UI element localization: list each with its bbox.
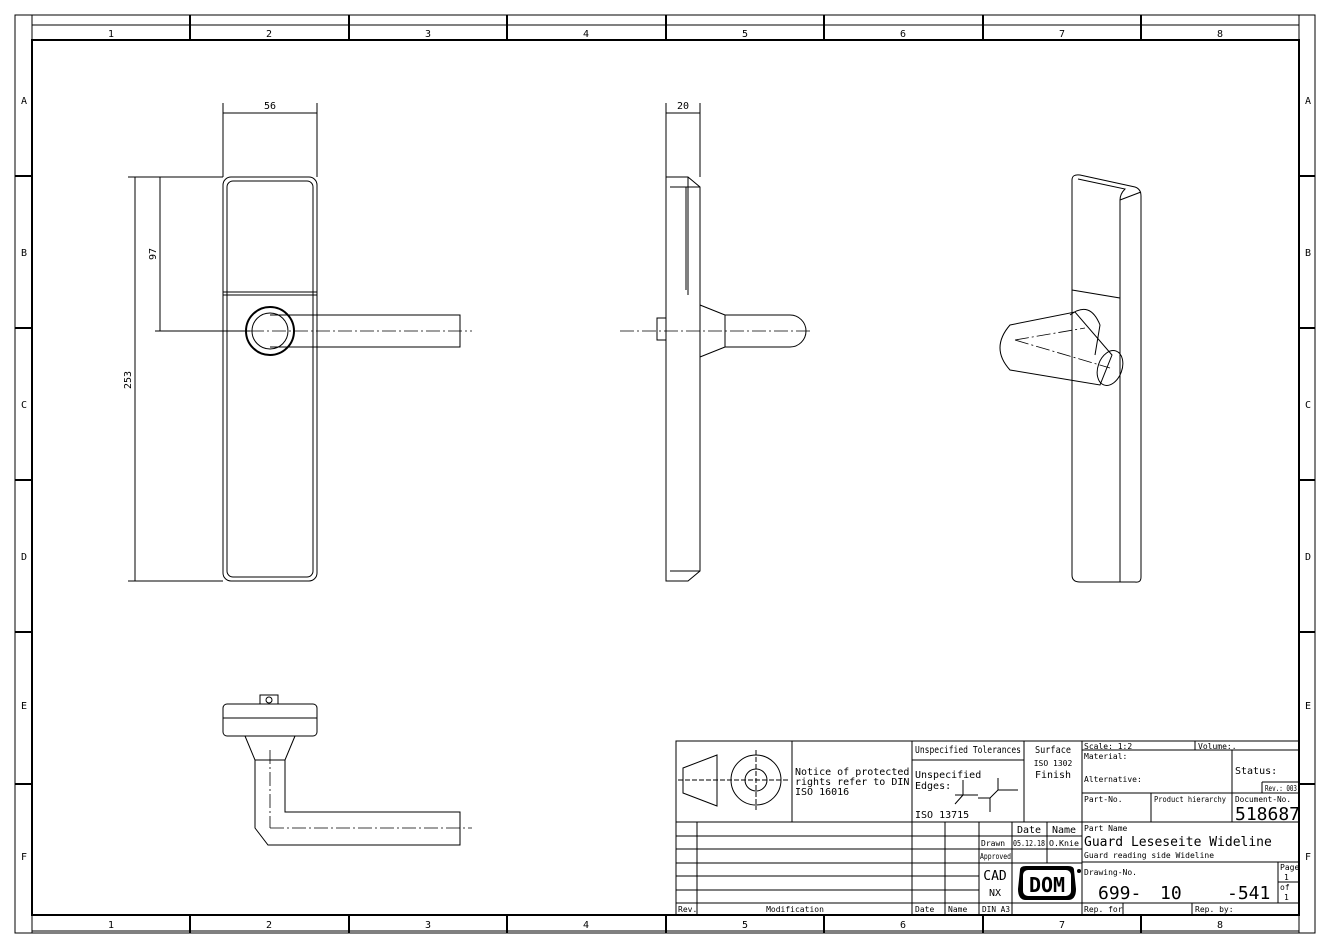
part-name-english: Guard reading side Wideline [1084,851,1214,860]
drawn-date: 05.12.18 [1013,839,1045,848]
page-number: 1 [1284,873,1289,882]
zone-col-1: 1 [108,29,114,40]
zone-col-1: 1 [108,920,114,931]
page-label: Page [1280,863,1299,872]
protection-notice-line-2: rights refer to DIN [795,777,909,788]
zone-row-a: A [1305,96,1311,107]
dimension-width: 56 [264,101,276,112]
part-name-label: Part Name [1084,824,1128,833]
surface-label: Surface [1035,745,1071,756]
paper-format: DIN A3 [982,905,1010,914]
zone-col-5: 5 [742,29,748,40]
zone-row-d: D [1305,552,1311,563]
zone-row-a: A [21,96,27,107]
zone-row-e: E [1305,701,1311,712]
row-labels-right: A B C D E F [1305,96,1311,863]
material-label: Material: [1084,752,1127,761]
zone-col-4: 4 [583,920,589,931]
front-view: 56 253 97 [123,101,472,582]
zone-col-6: 6 [900,29,906,40]
zone-row-e: E [21,701,27,712]
mod-name-label: Name [948,905,967,914]
drawn-label: Drawn [981,839,1005,848]
finish-label: Finish [1035,770,1071,781]
date-header: Date [1017,825,1041,836]
bottom-view [222,694,472,846]
drawing-no-label: Drawing-No. [1084,868,1137,877]
zone-col-6: 6 [900,920,906,931]
zone-col-7: 7 [1059,29,1065,40]
zone-row-d: D [21,552,27,563]
dom-logo: DOM [1018,866,1081,900]
zone-col-5: 5 [742,920,748,931]
approved-label: Approved [980,852,1011,861]
dom-logo-text: DOM [1029,873,1065,897]
column-labels-top: 1 2 3 4 5 6 7 8 [108,29,1223,40]
document-no-label: Document-No. [1235,795,1291,804]
surface-standard: ISO 1302 [1034,759,1073,768]
title-block: DOM Notice of protected rights refer to … [675,740,1300,916]
rev-label: Rev. [678,905,697,914]
drawing-no-part-2: 10 [1160,883,1182,904]
volume: Volume:. [1198,742,1237,751]
drawn-name: O.Knie [1049,839,1079,848]
scale: Scale: 1:2 [1084,742,1132,751]
name-header: Name [1052,825,1076,836]
mod-date-label: Date [915,905,934,914]
protection-notice-line-3: ISO 16016 [795,787,849,798]
zone-col-3: 3 [425,920,431,931]
edges-label: Edges: [915,781,951,792]
zone-row-f: F [21,852,27,863]
modification-label: Modification [766,905,824,914]
drawing-no-part-1: 699- [1098,883,1141,904]
zone-col-7: 7 [1059,920,1065,931]
column-labels-bottom: 1 2 3 4 5 6 7 8 [108,920,1223,931]
zone-col-2: 2 [266,29,272,40]
part-no-label: Part-No. [1084,795,1123,804]
unspecified-edges: Unspecified [915,770,981,781]
document-no: 518687 [1235,804,1300,825]
zone-col-8: 8 [1217,920,1223,931]
zone-row-c: C [1305,400,1311,411]
zone-row-f: F [1305,852,1311,863]
unspecified-tolerances: Unspecified Tolerances [915,745,1021,756]
zone-col-2: 2 [266,920,272,931]
revision: Rev.: 003 [1265,784,1297,793]
part-name: Guard Leseseite Wideline [1084,835,1272,850]
page-count: 1 [1284,893,1289,902]
drawing-no-part-3: -541 [1227,883,1270,904]
protection-notice: Notice of protected [795,767,909,778]
cad-system: NX [989,888,1001,899]
side-view: 20 [620,101,812,582]
cad-label: CAD [983,869,1007,884]
dimension-depth: 20 [677,101,689,112]
zone-col-4: 4 [583,29,589,40]
product-hierarchy-label: Product hierarchy [1154,795,1226,804]
isometric-view [999,174,1142,583]
zone-row-b: B [21,248,27,259]
dimension-height-lever: 97 [148,248,159,260]
alternative-label: Alternative: [1084,775,1142,784]
dimension-height-total: 253 [123,371,134,389]
zone-row-c: C [21,400,27,411]
rep-by-label: Rep. by: [1195,905,1234,914]
rep-for-label: Rep. for [1084,905,1123,914]
status-label: Status: [1235,766,1277,777]
edges-standard: ISO 13715 [915,810,969,821]
zone-col-3: 3 [425,29,431,40]
row-labels-left: A B C D E F [21,96,27,863]
of-label: of [1280,883,1290,892]
zone-row-b: B [1305,248,1311,259]
zone-col-8: 8 [1217,29,1223,40]
